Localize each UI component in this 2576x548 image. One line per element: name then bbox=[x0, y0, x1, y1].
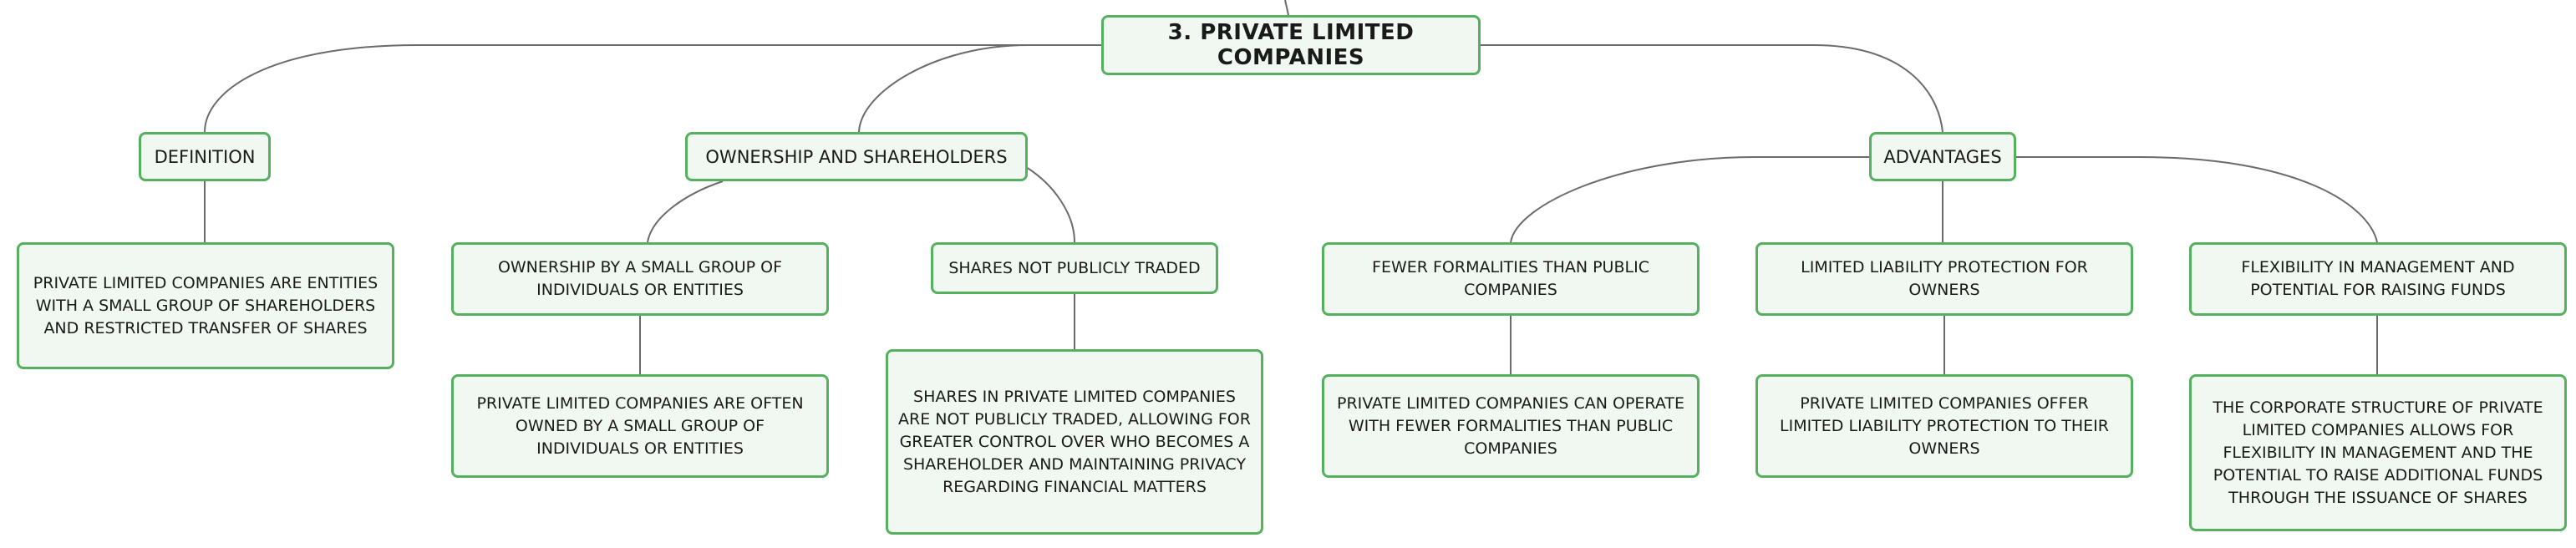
advantages-detail-fewer-formalities-text: PRIVATE LIMITED COMPANIES CAN OPERATE WI… bbox=[1337, 393, 1684, 458]
root-label: 3. PRIVATE LIMITED COMPANIES bbox=[1167, 20, 1415, 70]
advantages-item-flexibility[interactable]: FLEXIBILITY IN MANAGEMENT AND POTENTIAL … bbox=[2189, 242, 2567, 316]
advantages-detail-fewer-formalities[interactable]: PRIVATE LIMITED COMPANIES CAN OPERATE WI… bbox=[1322, 374, 1700, 478]
ownership-item-small-group[interactable]: OWNERSHIP BY A SMALL GROUP OF INDIVIDUAL… bbox=[451, 242, 829, 316]
definition-detail[interactable]: PRIVATE LIMITED COMPANIES ARE ENTITIES W… bbox=[17, 242, 394, 369]
connector-root-ownership bbox=[858, 44, 1101, 133]
advantages-item-flexibility-label: FLEXIBILITY IN MANAGEMENT AND POTENTIAL … bbox=[2241, 258, 2515, 299]
connector-ownership-child-2 bbox=[1025, 166, 1075, 243]
advantages-detail-limited-liability[interactable]: PRIVATE LIMITED COMPANIES OFFER LIMITED … bbox=[1755, 374, 2133, 478]
definition-detail-text: PRIVATE LIMITED COMPANIES ARE ENTITIES W… bbox=[33, 273, 379, 337]
ownership-detail-not-publicly-traded[interactable]: SHARES IN PRIVATE LIMITED COMPANIES ARE … bbox=[886, 349, 1263, 535]
connector-advantages-child-3 bbox=[2016, 156, 2378, 243]
ownership-item-not-publicly-traded-label: SHARES NOT PUBLICLY TRADED bbox=[948, 258, 1201, 277]
advantages-item-fewer-formalities-label: FEWER FORMALITIES THAN PUBLIC COMPANIES bbox=[1372, 258, 1649, 299]
connector-root-definition bbox=[204, 44, 1101, 133]
advantages-item-fewer-formalities[interactable]: FEWER FORMALITIES THAN PUBLIC COMPANIES bbox=[1322, 242, 1700, 316]
advantages-detail-flexibility-text: THE CORPORATE STRUCTURE OF PRIVATE LIMIT… bbox=[2213, 398, 2543, 507]
connector-ownership-child-1 bbox=[647, 180, 724, 243]
advantages-item-limited-liability[interactable]: LIMITED LIABILITY PROTECTION FOR OWNERS bbox=[1755, 242, 2133, 316]
root-parent-connector bbox=[1284, 0, 1289, 16]
ownership-detail-small-group[interactable]: PRIVATE LIMITED COMPANIES ARE OFTEN OWNE… bbox=[451, 374, 829, 478]
connector-root-advantages bbox=[1481, 44, 1943, 133]
branch-ownership-label: OWNERSHIP AND SHAREHOLDERS bbox=[705, 146, 1008, 167]
connector-advantages-child-1 bbox=[1510, 156, 1869, 243]
branch-definition-label: DEFINITION bbox=[154, 146, 256, 167]
advantages-detail-flexibility[interactable]: THE CORPORATE STRUCTURE OF PRIVATE LIMIT… bbox=[2189, 374, 2567, 531]
branch-ownership-and-shareholders[interactable]: OWNERSHIP AND SHAREHOLDERS bbox=[685, 132, 1028, 181]
ownership-detail-not-publicly-traded-text: SHARES IN PRIVATE LIMITED COMPANIES ARE … bbox=[898, 387, 1251, 496]
ownership-item-not-publicly-traded[interactable]: SHARES NOT PUBLICLY TRADED bbox=[931, 242, 1218, 294]
branch-definition[interactable]: DEFINITION bbox=[139, 132, 271, 181]
ownership-detail-small-group-text: PRIVATE LIMITED COMPANIES ARE OFTEN OWNE… bbox=[476, 393, 804, 458]
branch-advantages-label: ADVANTAGES bbox=[1883, 146, 2002, 167]
advantages-detail-limited-liability-text: PRIVATE LIMITED COMPANIES OFFER LIMITED … bbox=[1780, 393, 2109, 458]
advantages-item-limited-liability-label: LIMITED LIABILITY PROTECTION FOR OWNERS bbox=[1801, 258, 2088, 299]
ownership-item-small-group-label: OWNERSHIP BY A SMALL GROUP OF INDIVIDUAL… bbox=[497, 258, 783, 299]
root-node[interactable]: 3. PRIVATE LIMITED COMPANIES bbox=[1101, 15, 1481, 75]
branch-advantages[interactable]: ADVANTAGES bbox=[1869, 132, 2016, 181]
